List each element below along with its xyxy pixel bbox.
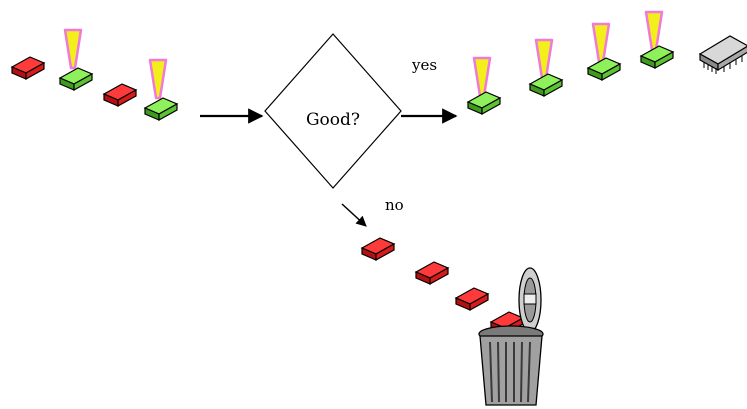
inspection-light-icon (644, 10, 664, 52)
inspection-light-icon (63, 28, 83, 70)
decision-label: Good? (306, 110, 360, 130)
good-chip-icon (529, 73, 563, 97)
input-stream (11, 28, 178, 121)
no-label: no (385, 196, 404, 214)
inspection-light-icon (148, 58, 168, 100)
good-chip-icon (467, 91, 501, 115)
trash-can-icon (478, 267, 544, 406)
good-output-stream (467, 10, 674, 115)
good-chip-icon (640, 45, 674, 69)
bad-chip-icon (103, 83, 137, 107)
bad-chip-icon (11, 56, 45, 80)
bad-chip-icon (415, 261, 449, 285)
arrow-icon (341, 203, 367, 227)
inspection-light-icon (534, 38, 554, 80)
good-chip-icon (144, 97, 178, 121)
good-chip-icon (59, 67, 93, 91)
good-chip-icon (587, 57, 621, 81)
bad-chip-icon (361, 237, 395, 261)
ic-chip-icon (698, 35, 747, 74)
inspection-light-icon (472, 56, 492, 98)
bad-chip-icon (455, 287, 489, 311)
decision-node: Good? (264, 33, 402, 189)
rejected-stream (361, 237, 524, 335)
inspection-light-icon (591, 22, 611, 64)
yes-label: yes (411, 56, 437, 74)
